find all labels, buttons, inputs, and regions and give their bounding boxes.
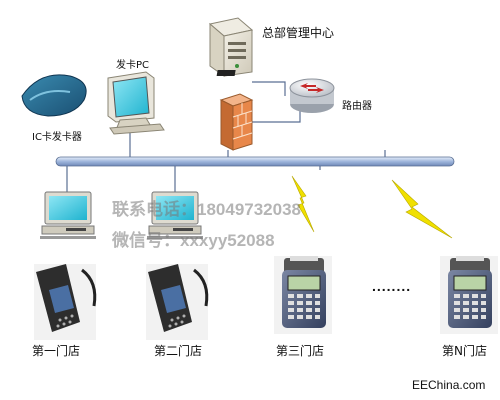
- wireless-lightning-icon: [291, 175, 453, 239]
- store-label-3: 第三门店: [276, 344, 325, 358]
- store1-pc-icon: [40, 191, 96, 239]
- card-issuer-icon: [21, 74, 87, 117]
- connection-lines: [66, 81, 386, 192]
- watermark-phone: 联系电话：18049732038: [112, 200, 302, 219]
- router-label: 路由器: [342, 101, 372, 112]
- network-bus: [55, 156, 455, 167]
- store1-handheld-icon: [34, 264, 97, 340]
- store2-pc-icon: [147, 191, 203, 239]
- router-icon: [289, 78, 335, 113]
- watermark-wechat: 微信号：xxxyy52088: [112, 231, 275, 250]
- issuer-pc-icon: [107, 71, 165, 135]
- store-label-n: 第N门店: [442, 344, 487, 358]
- store-label-2: 第二门店: [154, 344, 203, 358]
- hq-label: 总部管理中心: [262, 26, 335, 40]
- card-issuer-label: IC卡发卡器: [32, 132, 82, 143]
- store3-pos-terminal-icon: [274, 256, 332, 334]
- firewall-icon: [219, 93, 254, 151]
- firewall-router-link: [252, 108, 301, 123]
- storeN-pos-terminal-icon: [440, 256, 498, 334]
- site-footer: EEChina.com: [412, 378, 486, 392]
- ellipsis: ........: [372, 278, 412, 294]
- store-label-1: 第一门店: [32, 344, 81, 358]
- issuer-pc-label: 发卡PC: [116, 60, 150, 71]
- server-icon: [208, 17, 254, 77]
- store2-handheld-icon: [146, 264, 209, 340]
- server-router-link: [252, 81, 286, 96]
